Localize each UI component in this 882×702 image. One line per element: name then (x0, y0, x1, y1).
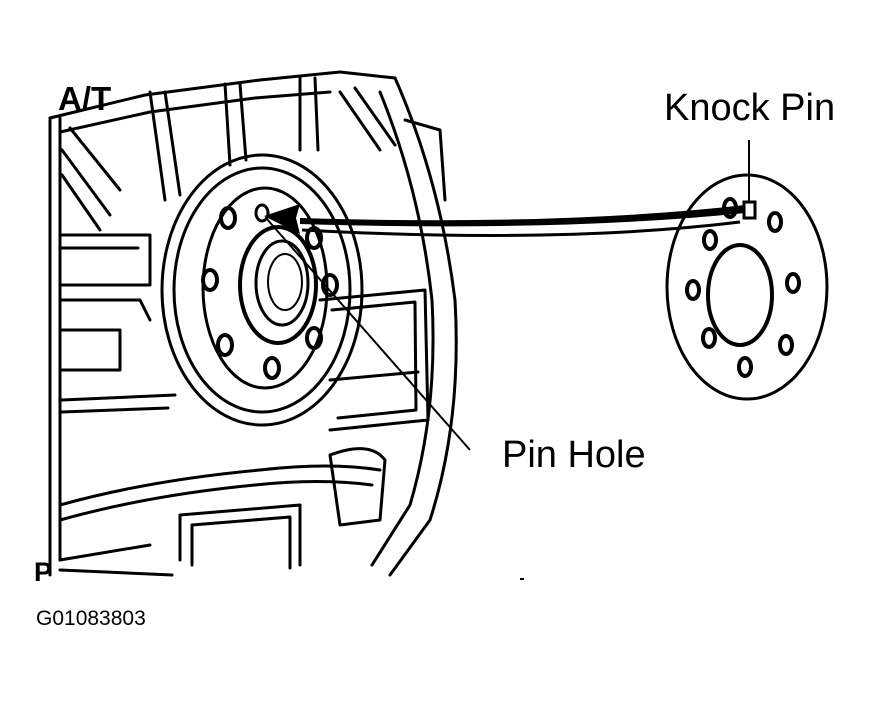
marker-label: P (34, 557, 53, 587)
flex-plate-flange (160, 153, 364, 427)
flange-bolt-holes (201, 203, 339, 380)
pin-hole-label: Pin Hole (502, 434, 646, 476)
spacer-plate-holes (685, 197, 801, 378)
center-bore (238, 225, 318, 345)
alignment-arrow (264, 204, 745, 237)
knock-pin (742, 140, 757, 220)
transmission-label: A/T (58, 80, 112, 117)
transmission-housing (48, 70, 458, 577)
knock-pin-label: Knock Pin (664, 87, 836, 129)
spacer-plate (665, 173, 829, 401)
bottom-speck (520, 578, 524, 580)
figure-code: G01083803 (36, 607, 146, 630)
pin-hole-marker (254, 203, 270, 223)
pin-hole-leader (265, 217, 471, 451)
